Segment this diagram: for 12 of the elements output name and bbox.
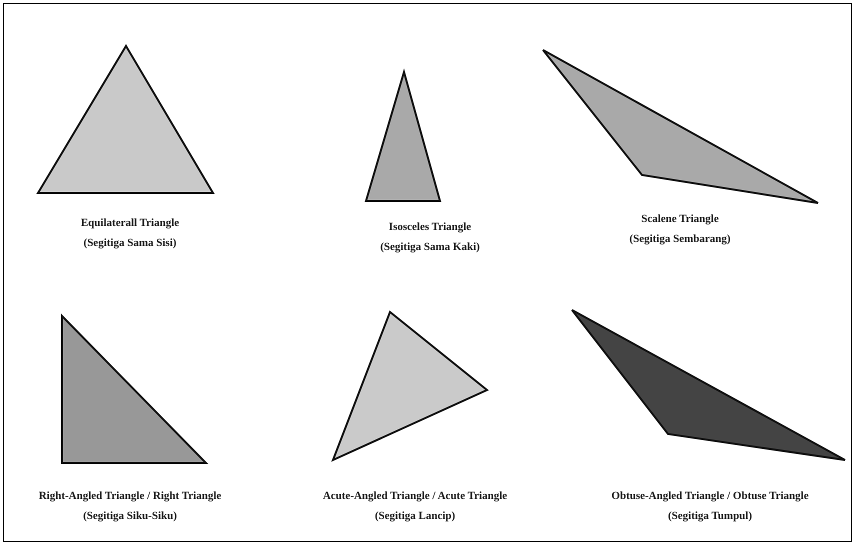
triangle-name: Isosceles Triangle	[388, 220, 472, 235]
triangle-name: Right-Angled Triangle / Right Triangle	[38, 489, 222, 504]
triangle-name: Obtuse-Angled Triangle / Obtuse Triangle	[611, 489, 809, 504]
triangle-subtitle: (Segitiga Sama Kaki)	[380, 240, 480, 255]
triangle-name: Scalene Triangle	[641, 212, 719, 227]
triangle-subtitle: (Segitiga Lancip)	[374, 509, 456, 524]
triangle-subtitle: (Segitiga Sembarang)	[629, 232, 731, 247]
triangle-name: Equilaterall Triangle	[80, 216, 180, 231]
triangle-name: Acute-Angled Triangle / Acute Triangle	[322, 489, 508, 504]
triangle-subtitle: (Segitiga Sama Sisi)	[84, 236, 176, 251]
triangle-subtitle: (Segitiga Siku-Siku)	[83, 509, 177, 524]
triangle-subtitle: (Segitiga Tumpul)	[668, 509, 752, 524]
